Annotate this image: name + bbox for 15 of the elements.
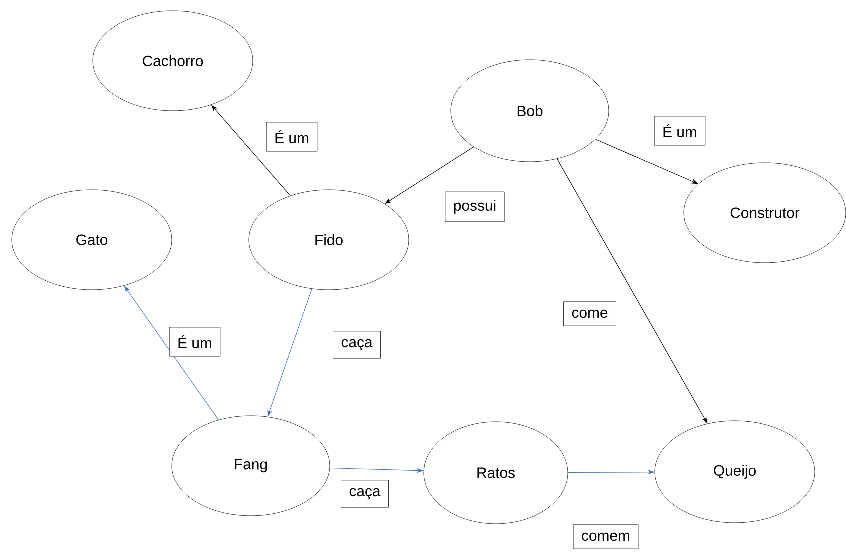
ellipse-node: Gato [12,190,172,290]
edge-label: É um [169,327,221,357]
edge-label: come [564,302,616,326]
ellipse-node: Queijo [654,420,816,524]
ellipse-node: Ratos [424,422,568,524]
ellipse-node: Bob [450,60,610,162]
edge-label: caça [341,480,389,508]
edge-label: caça [333,331,381,359]
ellipse-node: Cachorro [92,10,254,112]
edge-label: É um [266,122,318,152]
edge-label: comem [573,524,639,550]
ellipse-node: Fido [248,190,410,290]
ellipse-node: Fang [172,416,330,516]
edge-label: possui [445,192,505,222]
edge-label: É um [654,116,706,146]
